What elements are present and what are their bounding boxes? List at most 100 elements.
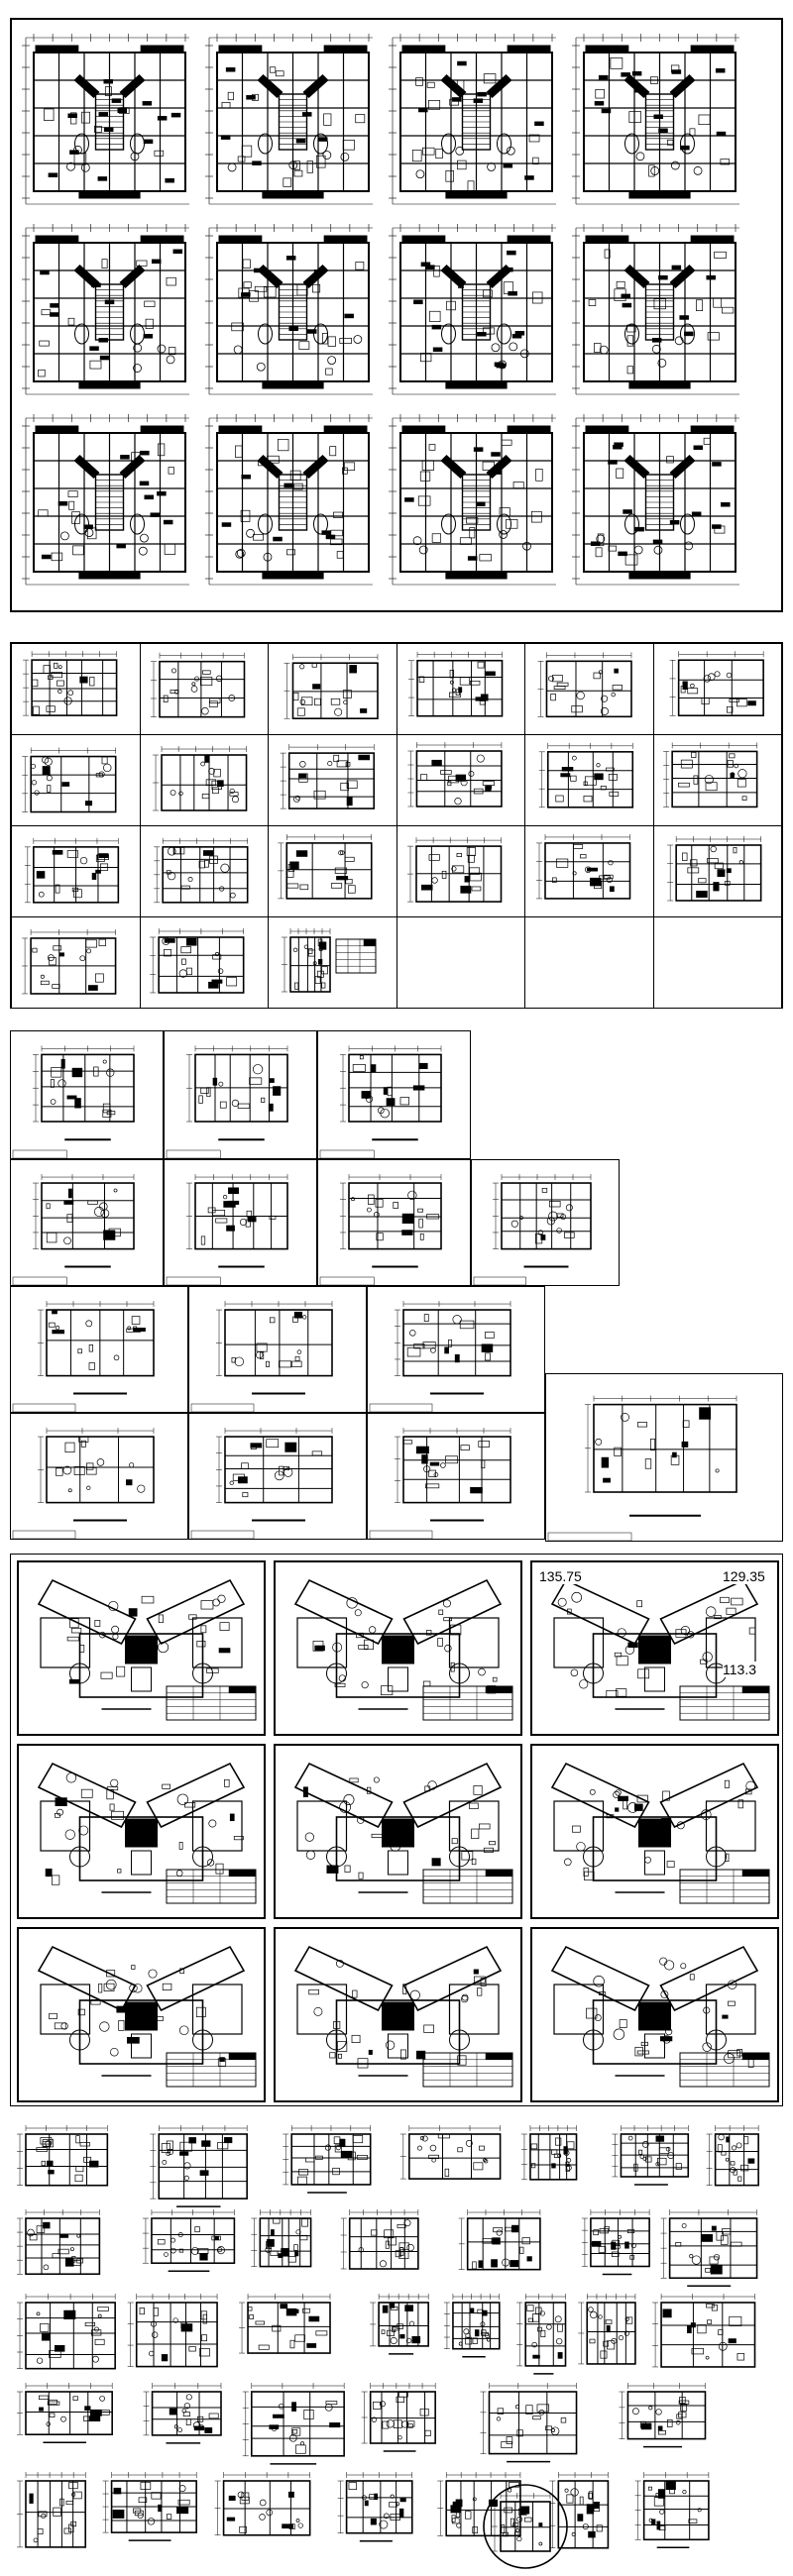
- plan-panel: [545, 1373, 783, 1542]
- floor-plan-panel: [166, 1174, 288, 1285]
- tower-plan-cell: [274, 1744, 522, 1919]
- tower-floor-plan: [293, 1578, 513, 1721]
- tower-plan-cell: [17, 1560, 266, 1736]
- floor-plan-small: [407, 651, 503, 717]
- plan-cell: [139, 916, 269, 1009]
- floor-plan-small: [538, 742, 634, 808]
- floor-plan-panel: [12, 1301, 155, 1412]
- sheet-large-plans: [10, 18, 783, 612]
- tower-floor-plan: [293, 1762, 513, 1904]
- plan-cell: [652, 643, 782, 735]
- floor-plan-large: [389, 224, 556, 395]
- plan-panel: [317, 1030, 471, 1159]
- floor-plan-panel: [319, 1045, 442, 1158]
- tower-floor-plan: [37, 1945, 257, 2088]
- floor-plan-large: [572, 34, 739, 205]
- tower-plan-cell: [530, 1927, 779, 2102]
- floor-plan-small: [150, 652, 245, 718]
- floor-plan-small: [669, 651, 764, 717]
- plan-panel: [188, 1286, 367, 1413]
- floor-plan-panel: [166, 1045, 288, 1158]
- plan-cell: [139, 825, 269, 917]
- floor-plan-panel: [12, 1428, 155, 1539]
- sheet-plan-collection: [10, 2120, 783, 2571]
- plan-cell: [524, 643, 654, 735]
- floor-plan-small: [280, 744, 376, 809]
- tower-floor-plan: [550, 1578, 770, 1721]
- plan-cell: [652, 825, 782, 917]
- floor-plan-large: [205, 34, 373, 205]
- floor-plan-small: [536, 833, 631, 900]
- floor-plan-panel: [369, 1428, 511, 1539]
- plan-panel: [164, 1159, 317, 1286]
- area-label-b: 129.35: [723, 1568, 765, 1584]
- plan-cell: [396, 734, 525, 826]
- plan-panel: [10, 1159, 164, 1286]
- floor-plan-small: [22, 747, 117, 813]
- plan-panel: [164, 1030, 317, 1159]
- floor-plan-panel: [190, 1301, 333, 1412]
- plan-cell: [268, 825, 397, 917]
- floor-plan-panel: [12, 1174, 135, 1285]
- sheet-tower-plans: 135.75 129.35 113.3: [10, 1554, 783, 2106]
- floor-plan-large: [22, 34, 189, 205]
- plan-panel: [367, 1413, 545, 1540]
- plan-panel: [10, 1286, 188, 1413]
- floor-plan-small: [153, 837, 248, 904]
- tower-floor-plan: [293, 1945, 513, 2088]
- plan-collection-drawing: [17, 2125, 759, 2569]
- plan-cell: [652, 916, 782, 1009]
- plan-cell: [11, 643, 141, 735]
- floor-plan-panel: [547, 1395, 737, 1541]
- plan-cell: [139, 643, 269, 735]
- sheet-mixed-plans: [10, 1030, 783, 1546]
- floor-plan-panel: [12, 1045, 135, 1158]
- floor-plan-large: [22, 224, 189, 395]
- floor-plan-small: [23, 651, 118, 716]
- floor-plan-small: [22, 928, 117, 995]
- plan-panel: [471, 1159, 620, 1286]
- plan-cell: [268, 916, 397, 1009]
- floor-plan-large: [389, 34, 556, 205]
- plan-cell: [268, 734, 397, 826]
- sheet-small-plans: [10, 642, 783, 1009]
- tower-floor-plan: [37, 1762, 257, 1904]
- floor-plan-panel: [473, 1174, 592, 1285]
- floor-plan-small: [283, 654, 379, 720]
- plan-panel: [188, 1413, 367, 1540]
- floor-plan-small: [152, 746, 247, 811]
- floor-plan-panel: [190, 1428, 333, 1539]
- floor-plan-small: [662, 742, 757, 808]
- floor-plan-small: [406, 742, 503, 807]
- tower-plan-cell: [274, 1560, 522, 1736]
- plan-cell: [139, 734, 269, 826]
- plan-cell: [524, 734, 654, 826]
- floor-plan-small: [278, 833, 373, 900]
- floor-plan-small: [24, 837, 120, 904]
- floor-plan-large: [389, 414, 556, 586]
- plan-cell: [11, 825, 141, 917]
- area-label-a: 135.75: [539, 1568, 582, 1584]
- tower-plan-cell: [530, 1744, 779, 1919]
- floor-plan-small: [149, 927, 244, 994]
- floor-plan-panel: [369, 1301, 511, 1412]
- floor-plan-large: [572, 414, 739, 586]
- area-label-c: 113.3: [723, 1662, 756, 1677]
- plan-panel: [10, 1413, 188, 1540]
- floor-plan-large: [205, 414, 373, 586]
- plan-cell: [524, 916, 654, 1009]
- floor-plan-large: [205, 224, 373, 395]
- plan-panel: [367, 1286, 545, 1413]
- tower-plan-cell: [274, 1927, 522, 2102]
- tower-plan-cell: [530, 1560, 779, 1736]
- plan-cell: [11, 734, 141, 826]
- plan-cell: [11, 916, 141, 1009]
- plan-panel: [10, 1030, 164, 1159]
- plan-cell: [396, 825, 525, 917]
- tower-plan-cell: [17, 1744, 266, 1919]
- plan-panel: [317, 1159, 471, 1286]
- floor-plan-large: [22, 414, 189, 586]
- tower-plan-cell: [17, 1927, 266, 2102]
- tower-floor-plan: [550, 1762, 770, 1904]
- floor-plan-small: [666, 836, 761, 902]
